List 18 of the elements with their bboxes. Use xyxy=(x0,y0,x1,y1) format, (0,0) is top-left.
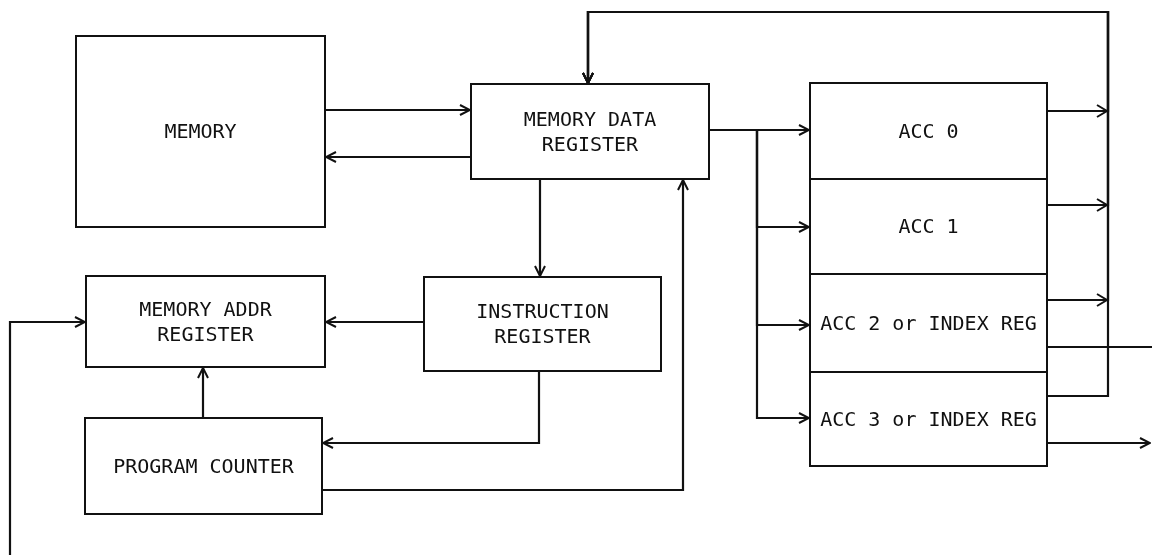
register-box xyxy=(470,83,710,180)
box-label: PROGRAM COUNTER xyxy=(113,453,294,479)
box-label: ACC 3 or INDEX REG xyxy=(820,406,1037,432)
box-label: INSTRUCTION REGISTER xyxy=(475,299,610,349)
box-label: ACC 2 or INDEX REG xyxy=(820,310,1037,336)
register-box xyxy=(809,178,1048,275)
box-label: MEMORY ADDR REGISTER xyxy=(138,296,273,347)
box-label: ACC 1 xyxy=(898,214,959,239)
register-box xyxy=(809,82,1048,180)
register-box xyxy=(809,273,1048,373)
register-box xyxy=(809,371,1048,467)
memory-box xyxy=(75,35,326,228)
box-label: MEMORY xyxy=(164,119,237,144)
box-label: ACC 0 xyxy=(898,118,959,144)
register-box xyxy=(85,275,326,368)
register-box xyxy=(84,417,323,515)
box-label: MEMORY DATA REGISTER xyxy=(522,106,658,157)
register-box xyxy=(423,276,662,372)
